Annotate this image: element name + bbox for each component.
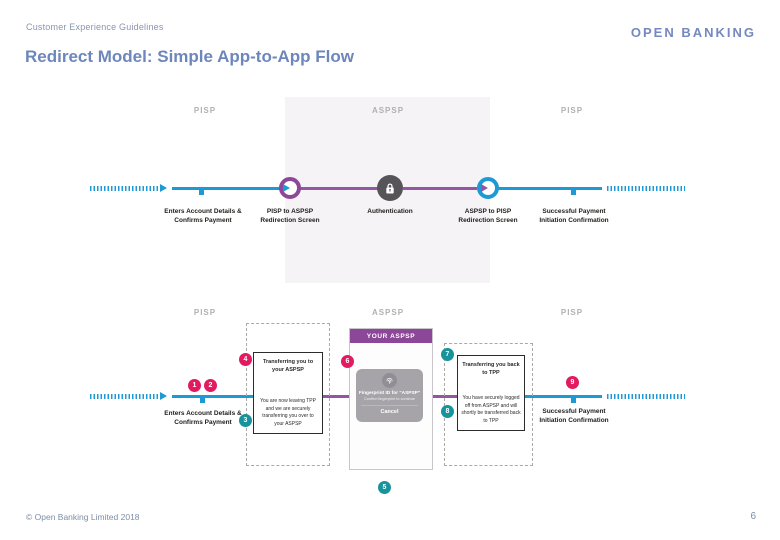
card-body: You have securely logged off from ASPSP … <box>461 395 521 424</box>
fingerprint-auth-modal: Fingerprint ID for "ASPSP" Confirm finge… <box>356 369 423 422</box>
lock-icon <box>377 175 403 201</box>
journey-marker-2: 2 <box>204 379 217 392</box>
document-eyebrow: Customer Experience Guidelines <box>26 22 164 32</box>
step-tick <box>571 189 576 195</box>
bottom-step-label-right: Successful Payment Initiation Confirmati… <box>539 408 609 425</box>
journey-marker-5: 5 <box>378 481 391 494</box>
arrowhead-icon <box>283 184 290 192</box>
cancel-button: Cancel <box>380 409 399 415</box>
card-title: Transferring you back to TPP <box>462 362 520 377</box>
journey-marker-6: 6 <box>341 355 354 368</box>
flow-line-blue <box>172 187 284 190</box>
flow-line-purple <box>299 187 379 190</box>
journey-dashed-box-right <box>444 343 533 466</box>
bottom-column-label-pisp-left: PISP <box>193 308 217 317</box>
top-step-label-3: Authentication <box>367 208 413 215</box>
flow-line-blue <box>460 395 602 398</box>
top-column-label-aspsp: ASPSP <box>371 106 405 115</box>
top-column-label-pisp-left: PISP <box>193 106 217 115</box>
top-step-label-4: ASPSP to PISP Redirection Screen <box>458 208 518 225</box>
redirection-screen-card-left: Transferring you to your ASPSP You are n… <box>253 352 323 434</box>
step-tick <box>571 397 576 403</box>
redirect-ring-icon <box>279 177 301 199</box>
modal-subtitle: Confirm fingerprint to continue <box>364 397 415 401</box>
top-column-label-pisp-right: PISP <box>560 106 584 115</box>
phone-header: YOUR ASPSP <box>350 329 432 343</box>
journey-dashed-box-left <box>246 323 330 466</box>
redirection-screen-card-right: Transferring you back to TPP You have se… <box>457 355 525 431</box>
flow-line-purple <box>403 187 477 190</box>
arrowhead-icon <box>160 392 167 400</box>
step-tick <box>199 189 204 195</box>
modal-title: Fingerprint ID for "ASPSP" <box>358 391 421 396</box>
journey-marker-9: 9 <box>566 376 579 389</box>
modal-divider <box>361 405 418 406</box>
fingerprint-icon <box>382 373 397 388</box>
open-banking-logo: OPEN BANKING <box>630 25 756 40</box>
dotted-line-segment <box>607 394 685 399</box>
top-step-label-5: Successful Payment Initiation Confirmati… <box>539 208 609 225</box>
copyright-text: © Open Banking Limited 2018 <box>26 512 140 522</box>
redirect-ring-icon <box>477 177 499 199</box>
bottom-column-label-aspsp: ASPSP <box>371 308 405 317</box>
page-number: 6 <box>750 511 756 522</box>
journey-marker-7: 7 <box>441 348 454 361</box>
arrowhead-icon <box>481 184 488 192</box>
journey-marker-8: 8 <box>441 405 454 418</box>
dotted-line-segment <box>90 394 160 399</box>
top-step-label-1: Enters Account Details & Confirms Paymen… <box>164 208 242 225</box>
dotted-line-segment <box>90 186 160 191</box>
flow-line-blue <box>497 187 602 190</box>
step-tick <box>200 397 205 403</box>
journey-marker-1: 1 <box>188 379 201 392</box>
card-body: You are now leaving TPP and we are secur… <box>260 398 316 427</box>
bottom-column-label-pisp-right: PISP <box>560 308 584 317</box>
page-title: Redirect Model: Simple App-to-App Flow <box>25 47 354 66</box>
top-step-label-2: PISP to ASPSP Redirection Screen <box>260 208 320 225</box>
dotted-line-segment <box>607 186 685 191</box>
arrowhead-icon <box>160 184 167 192</box>
journey-marker-3: 3 <box>239 414 252 427</box>
bottom-step-label-left: Enters Account Details & Confirms Paymen… <box>164 410 242 427</box>
flow-line-blue <box>172 395 302 398</box>
card-title: Transferring you to your ASPSP <box>262 359 314 374</box>
journey-marker-4: 4 <box>239 353 252 366</box>
